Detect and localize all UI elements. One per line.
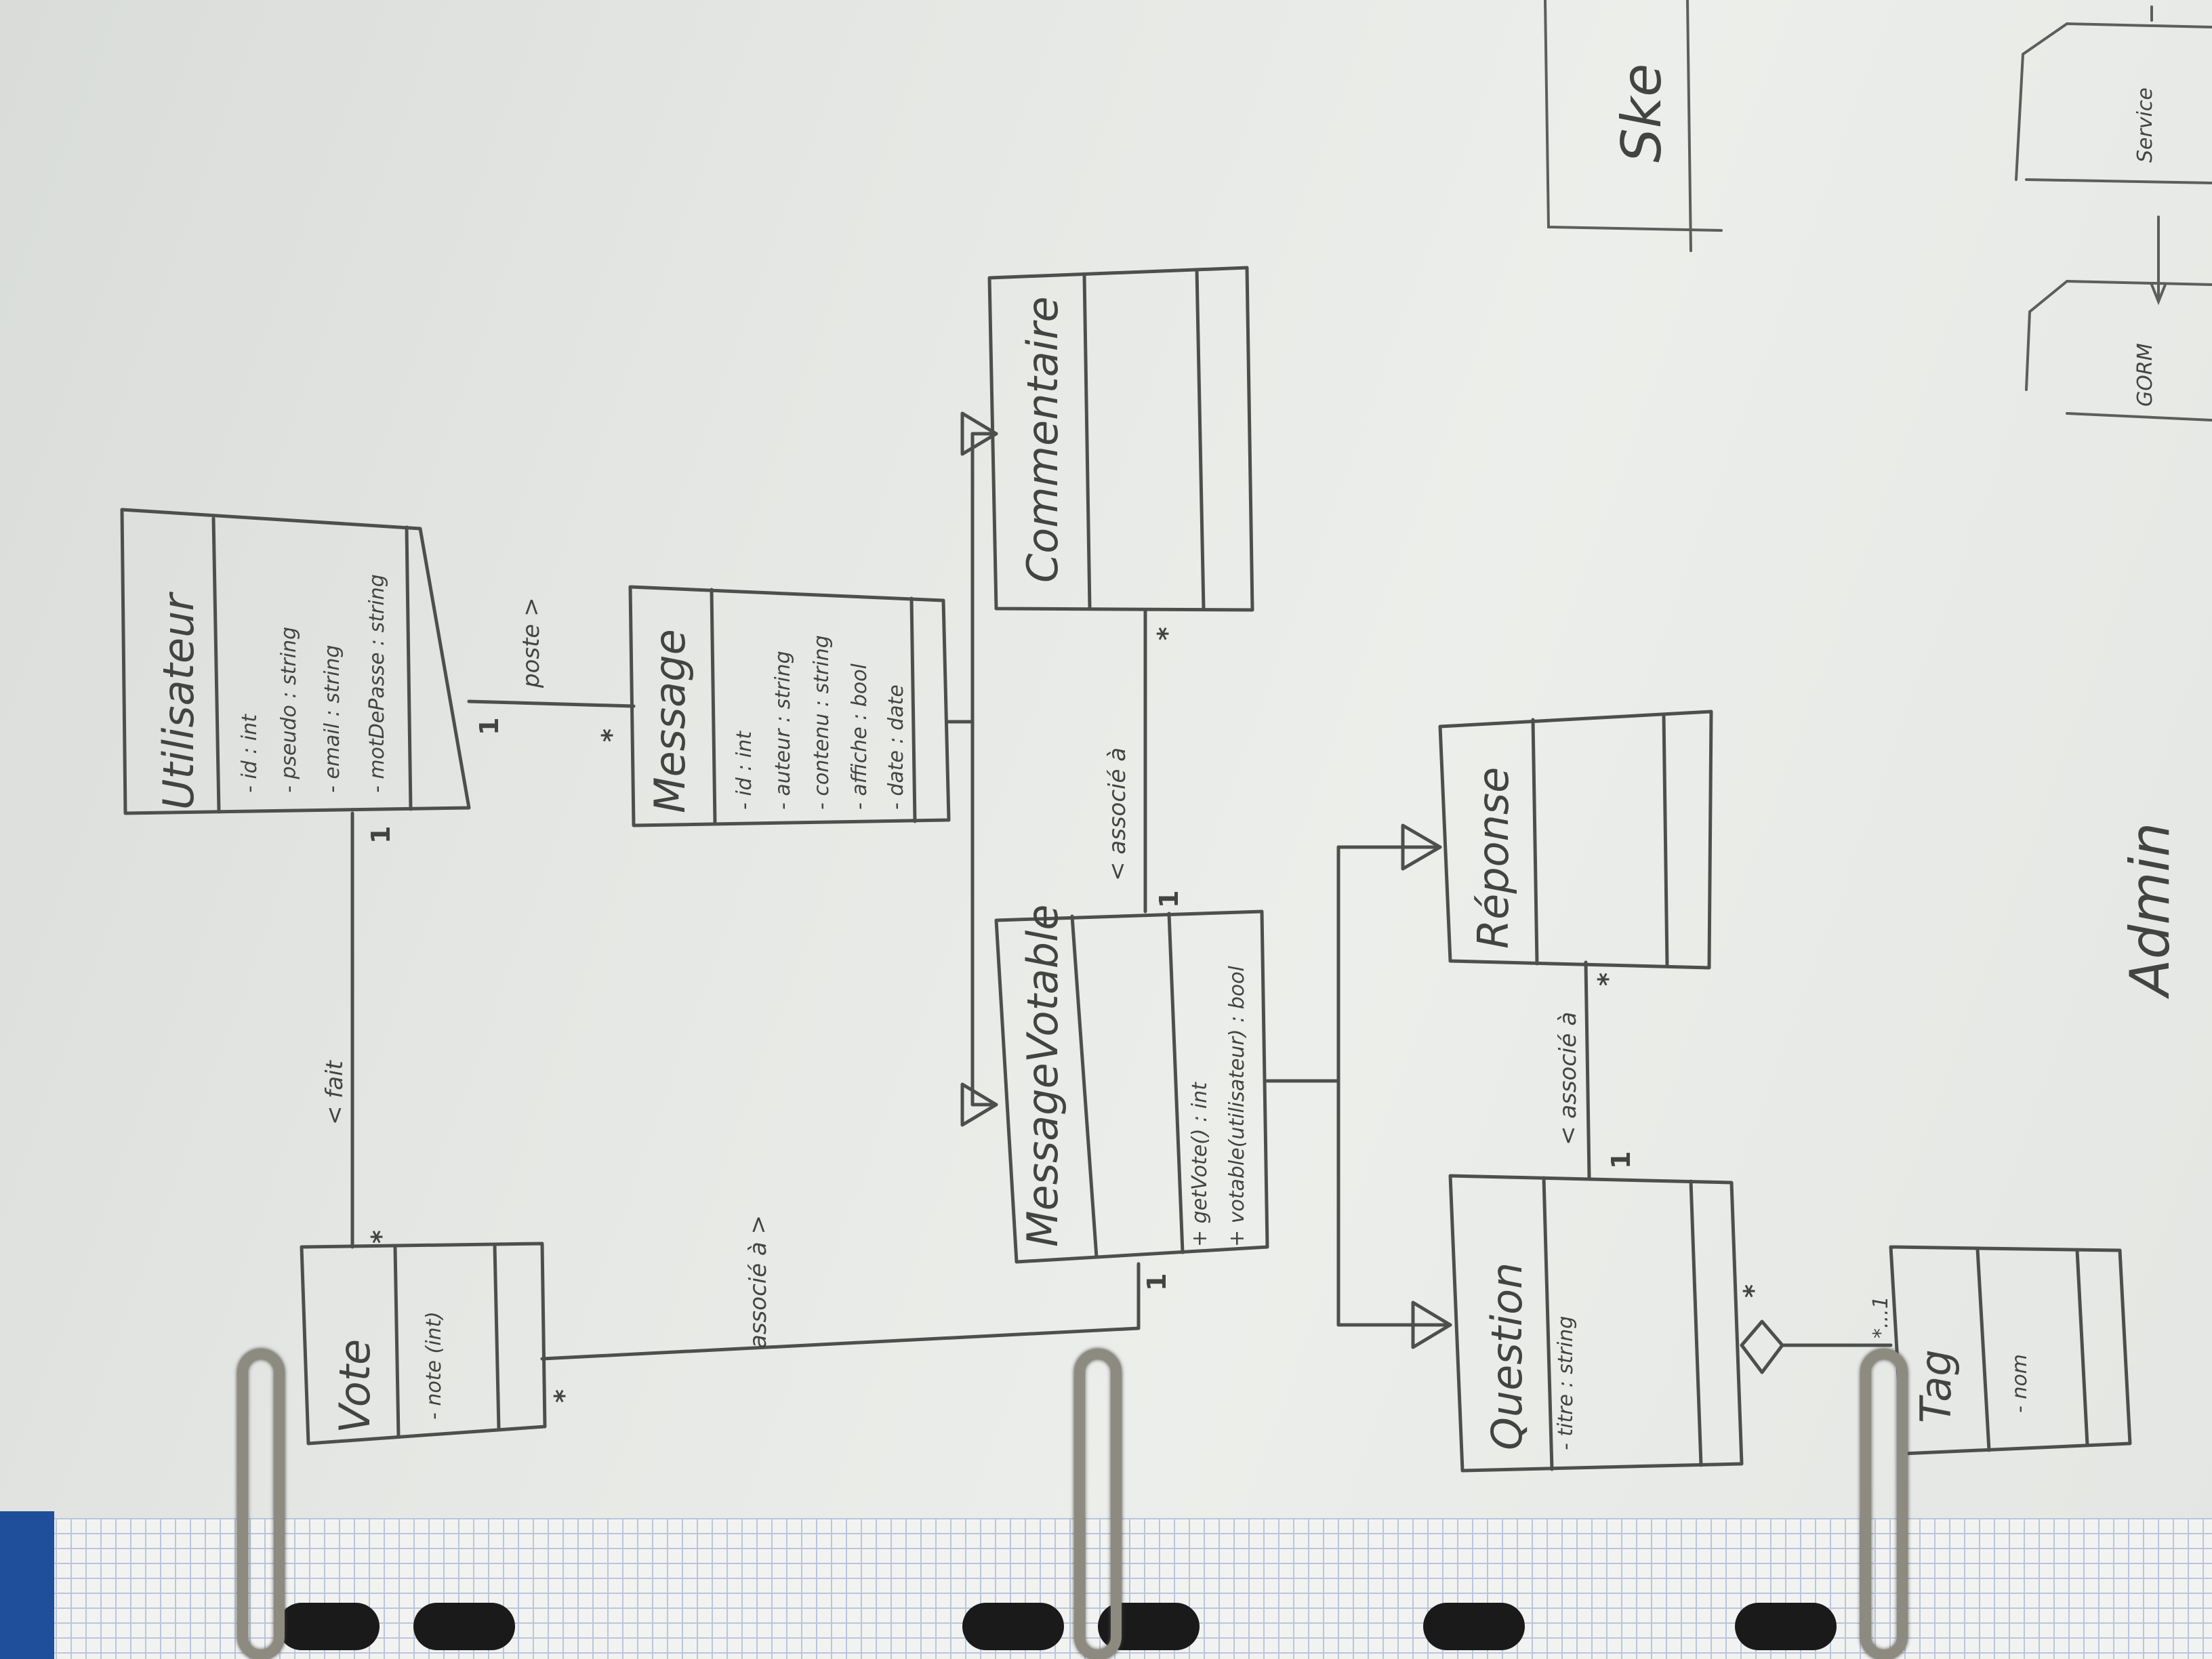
aggregation-diamond (1740, 1319, 1784, 1374)
method-messagevotable-0: + getVote() : int (1188, 1082, 1212, 1247)
class-name-commentaire: Commentaire (1018, 296, 1067, 583)
class-message: Message - id : int - auteur : string - c… (628, 585, 951, 827)
attr-message-0: - id : int (733, 731, 756, 810)
punch-hole (1423, 1603, 1525, 1650)
margin-sketch: Ske Service GORM Admin (1544, 0, 2212, 1000)
sketch-label-ske: Ske (1610, 64, 1673, 163)
sketch-label-service: Service (2133, 87, 2157, 163)
method-messagevotable-1: + votable(utilisateur) : bool (1225, 966, 1249, 1247)
mult-vote-from: * (549, 1389, 579, 1403)
generalization-arrow-question (1411, 1300, 1452, 1349)
mult-tag-from: * (1738, 1284, 1768, 1298)
attr-utilisateur-3: - motDePasse : string (365, 574, 389, 793)
generalization-arrow-messagevotable (960, 1082, 998, 1127)
relation-generalization-message (945, 411, 998, 1127)
class-reponse: Réponse (1438, 710, 1713, 970)
attr-message-2: - contenu : string (810, 635, 834, 810)
mult-commentaire-from: 1 (1154, 890, 1184, 908)
label-reponse-associe: < associé à (1555, 1012, 1582, 1145)
punch-hole (1735, 1603, 1837, 1650)
relation-fait: < fait 1 * (321, 811, 396, 1249)
attr-vote-0: - note (int) (422, 1311, 446, 1420)
relation-generalization-messagevotable (1265, 823, 1452, 1349)
punch-hole (413, 1603, 515, 1650)
attr-message-4: - date : date (884, 684, 908, 810)
blue-binder-cover (0, 1511, 54, 1659)
mult-poste-from: 1 (474, 718, 504, 735)
class-name-question: Question (1482, 1263, 1532, 1450)
attr-utilisateur-1: - pseudo : string (277, 627, 301, 793)
label-poste: poste > (518, 597, 545, 689)
grid-paper-sheet (41, 1518, 2212, 1659)
label-commentaire-associe: < associé à (1104, 747, 1131, 881)
attr-question-0: - titre : string (1554, 1316, 1578, 1450)
mult-commentaire-to: * (1152, 627, 1182, 640)
class-name-message: Message (645, 629, 695, 813)
class-question: Question - titre : string (1448, 1174, 1744, 1473)
relation-tag-aggregation: * *...1 (1738, 1284, 1893, 1374)
label-vote-associe: associé à > (745, 1215, 772, 1349)
sketch-label-gorm: GORM (2133, 343, 2157, 407)
relation-poste: poste > 1 * (467, 597, 636, 742)
attr-utilisateur-2: - email : string (321, 645, 344, 793)
sketch-label-admin: Admin (2118, 823, 2182, 1000)
class-name-vote: Vote (330, 1339, 380, 1433)
attr-tag-0: - nom (2008, 1354, 2032, 1413)
class-name-reponse: Réponse (1469, 767, 1518, 949)
binder-ring (1074, 1349, 1122, 1659)
relation-reponse-associe: < associé à 1 * (1555, 960, 1636, 1180)
class-name-messagevotable: MessageVotable (1018, 905, 1067, 1247)
class-commentaire: Commentaire (987, 266, 1254, 612)
class-utilisateur: Utilisateur - id : int - pseudo : string… (120, 508, 471, 815)
class-name-utilisateur: Utilisateur (154, 592, 203, 810)
generalization-arrow-commentaire (960, 411, 998, 456)
class-name-tag: Tag (1911, 1349, 1961, 1423)
class-messagevotable: MessageVotable + getVote() : int + votab… (994, 905, 1269, 1264)
binder-ring (1860, 1349, 1908, 1659)
label-fait: < fait (321, 1059, 348, 1125)
class-tag: Tag - nom (1889, 1245, 2132, 1456)
mult-reponse-from: 1 (1606, 1151, 1636, 1169)
generalization-arrow-reponse (1401, 823, 1442, 871)
mult-vote-to: 1 (1142, 1273, 1172, 1291)
mult-fait-to: * (366, 1230, 396, 1244)
relation-vote-associe: associé à > * 1 (540, 1215, 1172, 1403)
attr-message-3: - affiche : bool (848, 663, 872, 810)
attr-message-1: - auteur : string (771, 651, 795, 810)
relation-commentaire-associe: < associé à 1 * (1104, 608, 1184, 914)
binder-ring (237, 1349, 285, 1659)
mult-fait-from: 1 (366, 826, 396, 844)
mult-reponse-to: * (1593, 972, 1622, 986)
mult-poste-to: * (596, 729, 626, 742)
punch-hole (962, 1603, 1064, 1650)
class-vote: Vote - note (int) (300, 1242, 547, 1446)
punch-hole (278, 1603, 380, 1650)
mult-tag-to: *...1 (1869, 1296, 1893, 1338)
attr-utilisateur-0: - id : int (238, 714, 262, 793)
